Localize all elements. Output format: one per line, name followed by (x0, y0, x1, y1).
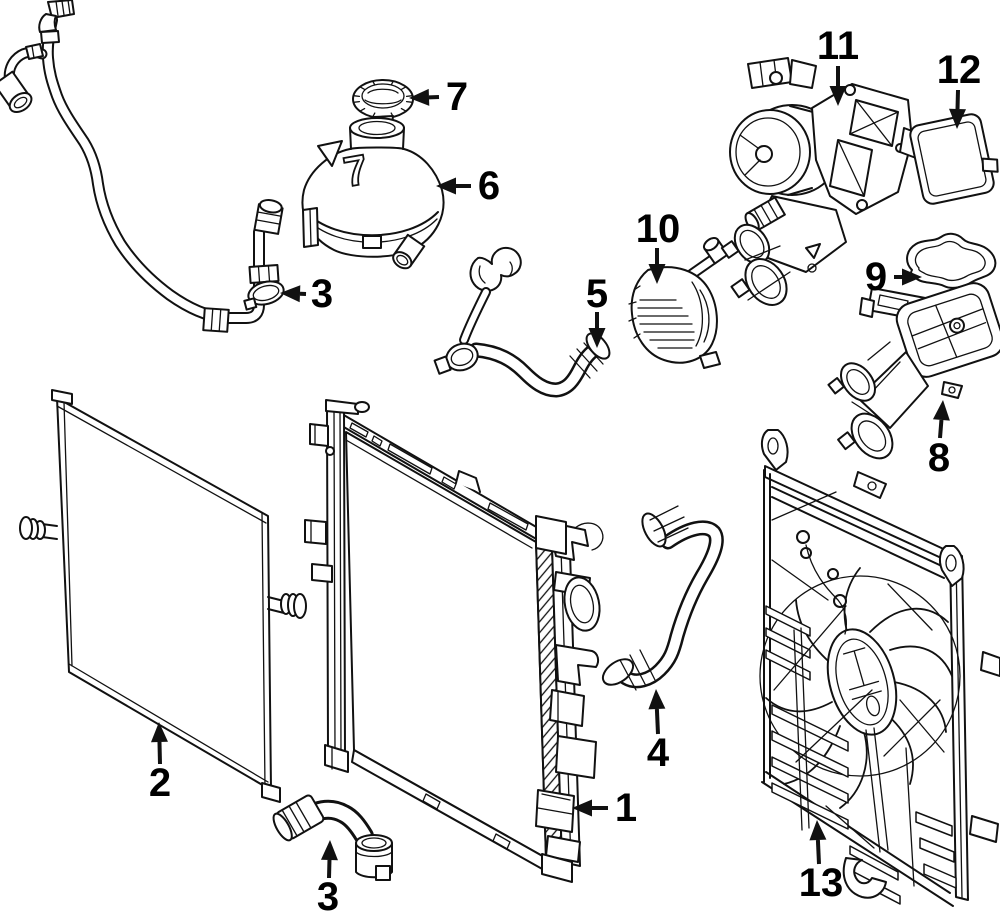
callout-arrowhead (648, 264, 666, 284)
shroud-louvers-upper-left (765, 605, 811, 681)
pump-thermostat-assembly (720, 57, 921, 306)
callout-arrowhead (949, 108, 967, 129)
hose-clamp-ring (243, 280, 285, 311)
callout-auxiliary-radiator: 2 (149, 722, 171, 805)
callout-fan-shroud: 13 (799, 820, 844, 905)
callout-arrow-shaft (157, 741, 162, 765)
callout-number: 3 (317, 875, 339, 916)
coolant-reservoir: 7 (301, 117, 445, 270)
fan-shroud-ear-right (938, 545, 965, 587)
reservoir-spout (392, 233, 426, 270)
callout-arrowhead (809, 820, 827, 841)
hose-collar (202, 307, 230, 333)
callout-number: 8 (928, 436, 950, 480)
callout-number: 9 (865, 255, 887, 299)
fan-shroud (759, 429, 1000, 907)
callout-radiator: 1 (572, 786, 637, 830)
fan-shroud-ear-left (760, 429, 789, 471)
shroud-bottom-loop (842, 857, 887, 899)
callout-heater-hose: 5 (586, 272, 608, 348)
callout-arrowhead (588, 328, 606, 348)
radiator (304, 399, 604, 883)
housing-neck-1 (827, 362, 876, 402)
fan-ring (759, 575, 961, 777)
callout-water-pump: 10 (636, 207, 681, 284)
callout-number: 4 (647, 731, 670, 775)
hose-collar-upper (248, 264, 280, 284)
callout-number: 3 (311, 272, 333, 316)
callout-number: 2 (149, 761, 171, 805)
callout-arrow-shaft (654, 708, 660, 735)
callout-arrowhead (572, 799, 592, 817)
callout-number: 13 (799, 861, 844, 905)
callout-arrowhead (648, 689, 666, 710)
callout-arrowhead (436, 177, 456, 195)
callout-arrowhead (932, 400, 950, 421)
callout-arrowhead (150, 722, 168, 743)
callout-arrowhead (280, 285, 301, 303)
assembly-gasket (909, 113, 999, 205)
callout-reservoir-cap: 7 (409, 75, 468, 119)
pump-body (630, 266, 718, 364)
callout-number: 6 (478, 164, 500, 208)
lower-coolant-hose (272, 794, 393, 881)
hose-branch-fitting (0, 43, 44, 114)
aux-radiator-left-fitting (19, 516, 58, 540)
hose-tip-fitting (253, 199, 284, 235)
hose-top-cap (641, 512, 667, 548)
shroud-louvers-lower-left (771, 704, 849, 830)
callout-pump-thermostat-assembly: 11 (817, 24, 859, 106)
callout-arrowhead (829, 86, 847, 106)
hose-connector (355, 834, 393, 881)
hose-clamp (433, 342, 479, 375)
auxiliary-radiator (19, 389, 307, 803)
water-pump (628, 237, 729, 369)
callout-arrowhead (320, 840, 338, 861)
callout-number: 1 (615, 786, 637, 830)
callout-number: 12 (937, 48, 982, 92)
aux-radiator-right-fitting (267, 593, 307, 619)
pump-fins (637, 299, 695, 349)
assembly-neck-2 (730, 258, 788, 306)
callout-radiator-hose: 4 (647, 689, 670, 775)
thermostat-housing (827, 282, 1000, 460)
hose-bottom-cap (601, 658, 635, 686)
callout-upper-coolant-hose: 3 (280, 272, 333, 316)
callout-arrowhead (902, 268, 922, 286)
upper-coolant-hose (0, 0, 285, 333)
hose-end-fitting-top (38, 0, 75, 44)
heater-hose (433, 246, 611, 398)
callout-coolant-reservoir: 6 (436, 164, 500, 208)
callout-arrow-shaft (938, 419, 944, 439)
shroud-louvers-right (915, 811, 957, 889)
radiator-hose (601, 505, 724, 691)
callout-lower-coolant-hose: 3 (317, 840, 339, 916)
callout-number: 11 (817, 24, 859, 68)
callout-assembly-gasket: 12 (937, 48, 982, 129)
callout-number: 7 (446, 75, 468, 119)
housing-gasket (906, 232, 997, 289)
reservoir-emboss-triangle (317, 140, 343, 167)
radiator-port (563, 576, 601, 632)
callout-housing-gasket: 9 (865, 255, 922, 299)
callout-arrowhead (409, 88, 430, 106)
aux-radiator-panel (56, 397, 272, 791)
callout-arrow-shaft (815, 839, 821, 865)
callout-number: 10 (636, 207, 681, 251)
radiator-core (345, 431, 547, 859)
fan-hub (826, 628, 898, 736)
hose-collar (272, 794, 325, 842)
callout-thermostat-housing: 8 (928, 400, 950, 480)
hose-bracket (469, 246, 522, 292)
callout-number: 5 (586, 272, 608, 316)
housing-flange (895, 282, 1000, 378)
housing-neck-2 (837, 412, 894, 460)
